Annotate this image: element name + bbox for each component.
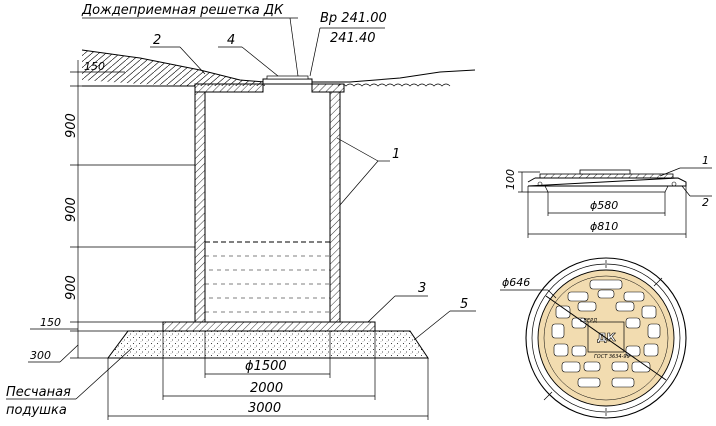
grate-diameter-outer: ϕ810: [590, 220, 618, 233]
grate-height: 100: [504, 169, 517, 190]
grate-diameter-inner: ϕ580: [590, 199, 618, 212]
elevation-bottom: 241.40: [330, 31, 376, 46]
grate-callout-2: 2: [702, 196, 709, 209]
cushion-label-line2: подушка: [6, 403, 67, 418]
grate-plan-diameter: ϕ646: [502, 276, 530, 289]
grate-stamp-small: СВЕРД: [580, 318, 597, 324]
dim-slab-width: 2000: [250, 381, 283, 396]
grate-side-view: 100 ϕ580 ϕ810 1 2: [504, 154, 712, 238]
dim-cushion-width: 3000: [248, 401, 281, 416]
dim-diameter-inner: ϕ1500: [245, 359, 287, 374]
dim-ring-3: 900: [64, 275, 79, 300]
dim-ring-1: 900: [64, 113, 79, 138]
grate-logo-text: ДК: [597, 331, 616, 344]
callout-1: 1: [392, 147, 400, 162]
grate-slots: [551, 279, 661, 388]
sand-cushion: [107, 330, 429, 359]
callout-2: 2: [153, 33, 161, 48]
cover-slab-left: [194, 83, 264, 93]
water-fill: [205, 241, 330, 313]
cushion-label-line1: Песчаная: [6, 385, 71, 400]
ground-gravel: [337, 83, 451, 87]
well-section: 150 900 900 900 150 300 ϕ1500 2000 3000 …: [6, 3, 476, 420]
dim-ring-2: 900: [64, 197, 79, 222]
dim-base-slab: 150: [40, 316, 61, 329]
ground-earth-fill: [82, 50, 265, 86]
title-label: Дождеприемная решетка ДК: [81, 3, 284, 18]
cover-slab-right: [311, 83, 345, 93]
callout-5: 5: [460, 297, 468, 312]
elevation-top: Вр 241.00: [320, 11, 387, 26]
well-wall-right: [329, 91, 341, 323]
grate-top: [266, 75, 309, 80]
callout-4: 4: [227, 33, 235, 48]
grate-callout-1: 1: [702, 154, 709, 167]
dim-top-layer: 150: [84, 60, 105, 73]
well-wall-left: [194, 91, 206, 323]
grate-plan-view: ДК СВЕРД ГОСТ 3634-99 ϕ646: [500, 257, 687, 419]
base-slab: [162, 321, 376, 332]
callout-3: 3: [418, 281, 426, 296]
grate-diameter-line: [545, 295, 667, 381]
grate-stamp-gost: ГОСТ 3634-99: [594, 354, 630, 360]
grate-frame: [262, 78, 313, 85]
dim-cushion: 300: [30, 349, 51, 362]
